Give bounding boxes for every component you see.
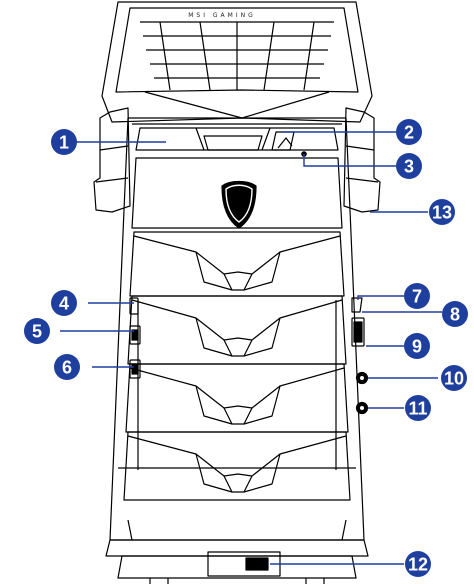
chevron-panel-1: [129, 231, 345, 297]
callout-11: 11: [405, 395, 431, 421]
svg-text:3: 3: [404, 157, 414, 177]
top-handle: [101, 1, 373, 123]
callout-7: 7: [404, 283, 430, 309]
svg-text:13: 13: [432, 203, 452, 223]
case-base: [105, 519, 369, 584]
callout-5: 5: [24, 318, 50, 344]
callouts: 1 2 3 4 5 6 7 8: [24, 119, 468, 577]
svg-text:7: 7: [412, 287, 422, 307]
svg-text:5: 5: [32, 322, 42, 342]
callout-9: 9: [404, 333, 430, 359]
left-side-handle: [93, 107, 131, 213]
svg-text:11: 11: [408, 399, 427, 419]
callout-12: 12: [405, 551, 431, 577]
callout-2: 2: [396, 119, 422, 145]
right-side-handle: [343, 107, 381, 213]
right-io-ports: [351, 297, 369, 415]
brand-text: MSI GAMING: [188, 12, 256, 19]
left-io-ports: [129, 297, 141, 379]
svg-text:2: 2: [404, 123, 414, 143]
chevron-panel-2: [127, 295, 347, 365]
svg-text:8: 8: [450, 305, 460, 325]
callout-1: 1: [51, 129, 77, 155]
callout-3: 3: [396, 153, 422, 179]
callout-10: 10: [441, 365, 467, 391]
callout-leaders: [60, 131, 442, 565]
chevron-panel-4: [123, 431, 351, 501]
logo-panel: [131, 157, 343, 229]
svg-text:6: 6: [62, 358, 72, 378]
callout-4: 4: [51, 290, 77, 316]
callout-13: 13: [429, 199, 455, 225]
svg-text:4: 4: [59, 294, 69, 314]
callout-6: 6: [54, 354, 80, 380]
svg-text:9: 9: [412, 337, 422, 357]
svg-text:10: 10: [444, 369, 464, 389]
callout-8: 8: [442, 301, 468, 327]
svg-text:1: 1: [59, 133, 69, 153]
chevron-panel-3: [125, 363, 349, 433]
svg-text:12: 12: [408, 555, 428, 575]
